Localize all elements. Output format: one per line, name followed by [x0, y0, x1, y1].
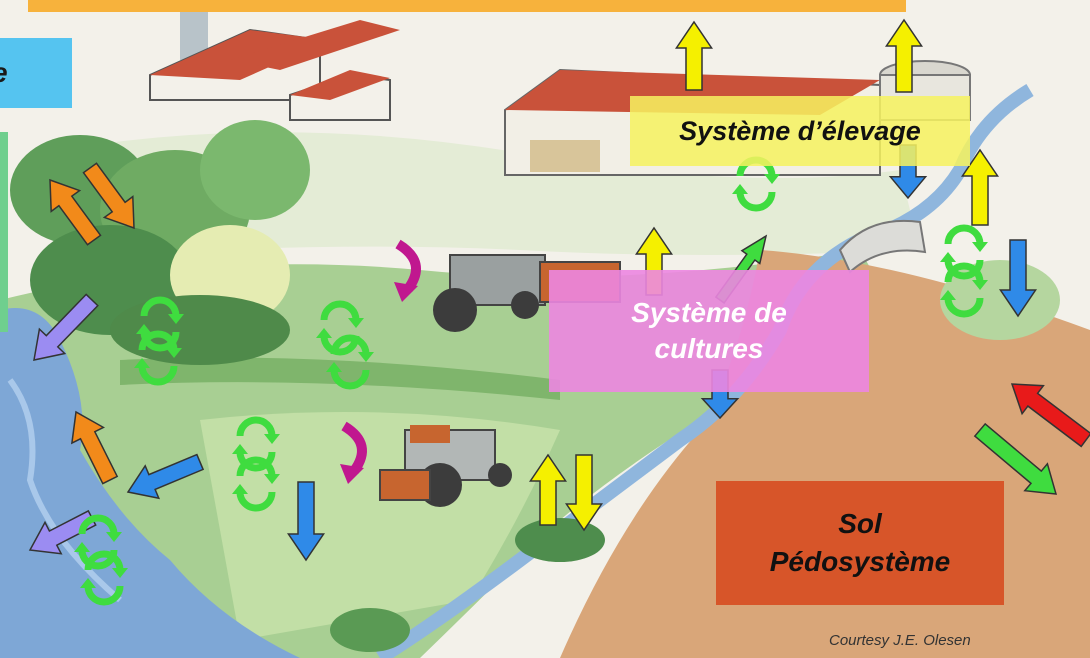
yellow-flux-arrow: [564, 454, 604, 532]
yellow-flux-arrow: [884, 18, 924, 93]
magenta-curved-arrow-head: [340, 464, 364, 484]
livestock-system-text: Système d’élevage: [679, 115, 921, 146]
blue-flux-arrow: [998, 239, 1038, 318]
cropping-system-line2: cultures: [654, 333, 764, 364]
magenta-curved-arrow-head: [394, 282, 418, 302]
magenta-curved-arrow: [395, 239, 421, 292]
soil-system-label: Sol Pédosystème: [716, 481, 1004, 605]
lake: [0, 308, 300, 658]
image-credit: Courtesy J.E. Olesen: [829, 632, 971, 649]
river-bush: [515, 518, 605, 562]
green-cycle-arrows: [940, 262, 988, 318]
magenta-curved-arrow: [341, 421, 367, 474]
lavender-flux-arrow: [28, 509, 97, 555]
lake-highlight: [7, 378, 122, 603]
yellow-flux-arrow: [528, 453, 568, 526]
green-cycle-arrows: [136, 296, 184, 352]
right-pasture: [940, 260, 1060, 340]
tractor-lower: [379, 425, 512, 507]
green-output-arrow: [973, 422, 1058, 495]
orange-flux-arrow: [70, 410, 119, 485]
bridge: [838, 219, 927, 274]
cropping-system-label: Système de cultures: [549, 270, 869, 392]
lake-shrub: [330, 608, 410, 652]
green-cycle-arrows: [134, 330, 182, 386]
cropping-system-line1: Système de: [631, 296, 787, 328]
green-cycle-arrows: [232, 456, 280, 512]
soil-system-line1: Sol: [838, 508, 882, 540]
left-green-box: [0, 132, 8, 332]
livestock-system-label: Système d’élevage: [630, 96, 970, 166]
green-cycle-arrows: [326, 334, 374, 390]
red-input-arrow: [1010, 383, 1090, 448]
top-banner: [28, 0, 906, 12]
green-cycle-arrows: [940, 224, 988, 280]
green-cycle-arrows: [80, 550, 128, 606]
yellow-flux-arrow: [960, 148, 1000, 226]
left-blue-box: e: [0, 38, 72, 108]
orange-flux-arrow: [82, 162, 135, 230]
yellow-flux-arrow: [674, 20, 714, 91]
green-cycle-arrows: [232, 416, 280, 472]
lavender-flux-arrow: [33, 293, 99, 361]
blue-flux-arrow: [126, 453, 205, 500]
orange-flux-arrow: [49, 178, 102, 246]
blue-flux-arrow: [286, 481, 326, 562]
soil-system-line2: Pédosystème: [769, 546, 951, 577]
left-blue-box-label: e: [0, 57, 8, 89]
